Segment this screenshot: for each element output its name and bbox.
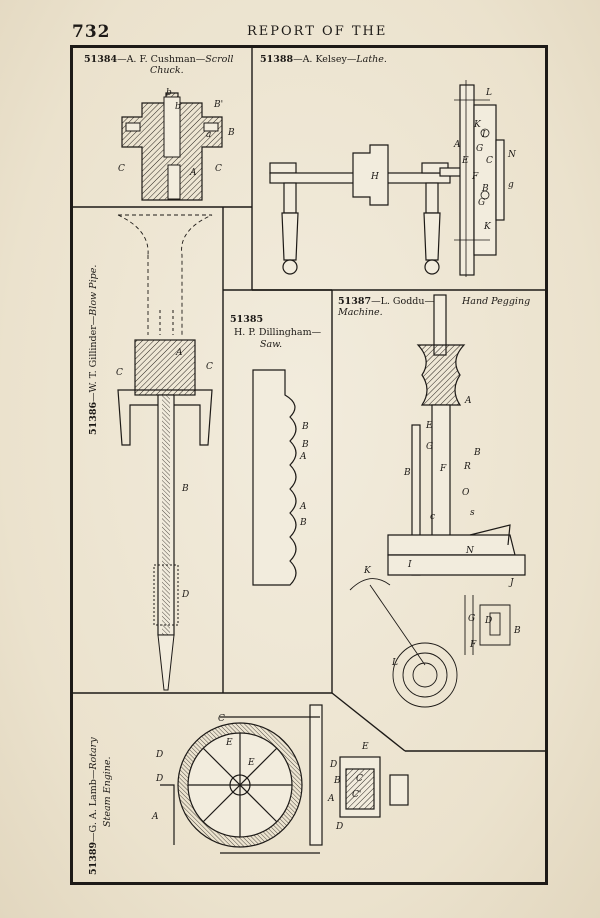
figure-51389-title-2: Steam Engine. [102, 756, 113, 827]
letter: L [485, 88, 492, 98]
letter: C [356, 774, 363, 784]
figure-51387-pegging-machine: 51387—L. Goddu— Hand Pegging Machine. [337, 294, 530, 708]
letter: A [175, 348, 183, 358]
patent-drawings-plate: 51384—A. F. Cushman—Scroll Chuck. b b B'… [70, 45, 548, 885]
letter: B [227, 128, 235, 138]
letter: A [453, 140, 461, 150]
page-number: 732 [72, 22, 111, 42]
letter: B [481, 184, 489, 194]
letter: G [478, 198, 485, 208]
figure-51385-caption: H. P. Dillingham— [234, 327, 322, 338]
letter: D [329, 760, 337, 770]
letter: J [508, 578, 515, 588]
figure-51384-caption-2: Chuck. [150, 65, 184, 76]
figure-51385-saw: 51385 H. P. Dillingham— Saw. B B A A B [230, 314, 322, 586]
figure-51385-number: 51385 [230, 314, 263, 325]
letter: B [301, 422, 309, 432]
letter: E [361, 742, 369, 752]
letter: A [299, 452, 307, 462]
letter: B [403, 468, 411, 478]
letter: C' [352, 790, 361, 800]
letter: G [468, 614, 475, 624]
letter: B [473, 448, 481, 458]
letter: N [507, 150, 517, 160]
page-header: 732 REPORT OF THE [72, 22, 542, 42]
letter: F [469, 640, 477, 650]
running-head: REPORT OF THE [247, 24, 388, 39]
letter: I [407, 560, 412, 570]
letter: D [181, 590, 189, 600]
letter: b [166, 88, 172, 98]
letter: O [462, 488, 470, 498]
letter: F [471, 172, 479, 182]
letter: C [215, 164, 222, 174]
letter: c [430, 512, 435, 522]
letter: K [363, 566, 372, 576]
figure-51387-title-1: Hand Pegging [461, 296, 530, 307]
letter: D [484, 616, 492, 626]
figure-51388-caption: 51388—A. Kelsey—Lathe. [260, 54, 387, 65]
letter: K [473, 120, 482, 130]
letter: C [116, 368, 123, 378]
figure-51386-blow-pipe: 51386—W. T. Gillinder—Blow Pipe. A C C B… [88, 214, 213, 691]
letter: I [481, 130, 486, 140]
letter: B [299, 518, 307, 528]
letter: D [155, 774, 163, 784]
letter: A [189, 168, 197, 178]
letter: E [247, 758, 255, 768]
figure-51387-title-2: Machine. [337, 307, 383, 318]
letter: A [464, 396, 472, 406]
figure-51384-scroll-chuck: 51384—A. F. Cushman—Scroll Chuck. b b B'… [84, 54, 235, 201]
letter: g [508, 180, 514, 190]
letter: E [225, 738, 233, 748]
letter: C [218, 714, 225, 724]
letter: B [301, 440, 309, 450]
letter: N [465, 546, 475, 556]
letter: K [483, 222, 492, 232]
figure-51389-steam-engine: 51389—G. A. Lamb—Rotary Steam Engine. C [88, 704, 409, 875]
letter: b [175, 102, 181, 112]
letter: s [470, 508, 475, 518]
letter: L [391, 658, 398, 668]
letter: D [155, 750, 163, 760]
figure-51384-caption: 51384—A. F. Cushman—Scroll [84, 54, 233, 65]
figure-51385-title: Saw. [260, 339, 282, 350]
letter: C [118, 164, 125, 174]
figure-51388-lathe: 51388—A. Kelsey—Lathe. [260, 54, 517, 277]
letter: E [461, 156, 469, 166]
letter: H [370, 172, 379, 182]
letter: F [439, 464, 447, 474]
letter: G [426, 442, 433, 452]
letter: a [206, 130, 211, 140]
figure-51389-caption: 51389—G. A. Lamb—Rotary [88, 737, 99, 875]
letter: E [425, 421, 433, 431]
letter: A [327, 794, 335, 804]
letter: D [335, 822, 343, 832]
letter: B' [213, 100, 223, 110]
letter: A [151, 812, 159, 822]
panel-dividers [71, 47, 546, 752]
figure-51387-caption: 51387—L. Goddu— [338, 296, 435, 307]
letter: C [486, 156, 493, 166]
letter: R [463, 462, 471, 472]
letter: B [181, 484, 189, 494]
letter: G [476, 144, 483, 154]
letter: A [299, 502, 307, 512]
figure-51386-caption: 51386—W. T. Gillinder—Blow Pipe. [88, 265, 99, 435]
letter: C [206, 362, 213, 372]
letter: B [333, 776, 341, 786]
letter: B [513, 626, 521, 636]
